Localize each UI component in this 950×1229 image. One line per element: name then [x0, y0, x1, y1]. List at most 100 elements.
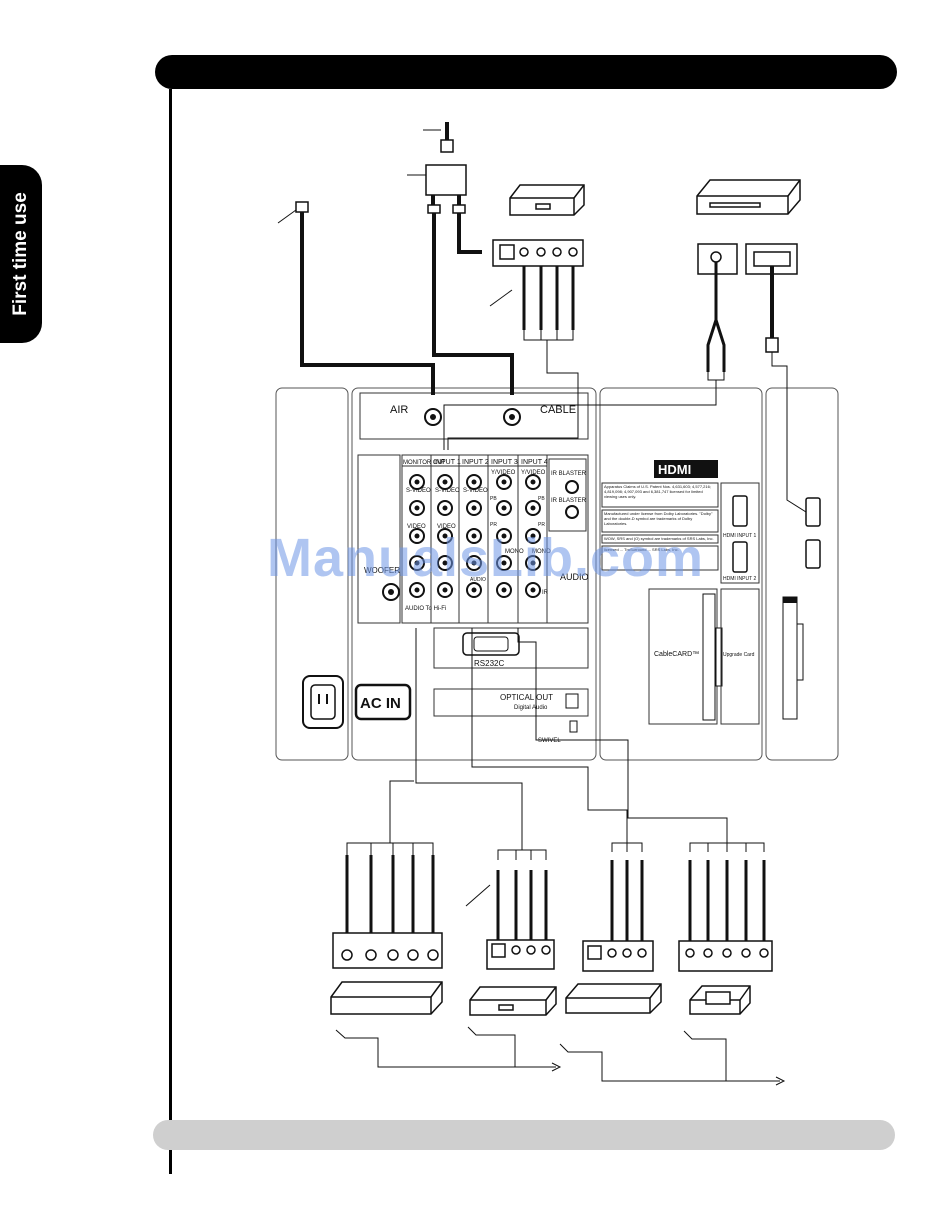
- top-vcr-s-video-out[interactable]: [499, 244, 515, 260]
- rs232c-label: RS232C: [474, 659, 504, 668]
- io-section: [351, 387, 597, 761]
- pr-label-4: PR: [538, 522, 545, 528]
- rs232c-port[interactable]: [462, 632, 520, 656]
- right-section: [765, 387, 839, 761]
- pb-label-4: PB: [538, 496, 545, 502]
- input-jack-pin: [414, 533, 420, 539]
- ac-in-label: AC IN: [360, 695, 401, 712]
- footer-bar: [153, 1120, 895, 1150]
- splitter: [425, 164, 467, 196]
- mono-label-3: MONO: [505, 549, 524, 555]
- legal-text-3: WOW, SRS and (O) symbol are trademarks o…: [604, 536, 714, 541]
- hdmi-block: HDMI Apparatus Claims of U.S. Patent Nos…: [601, 460, 760, 725]
- input-jack-pin: [442, 505, 448, 511]
- input-jack-pin: [471, 479, 477, 485]
- side-card-slot[interactable]: [782, 596, 798, 720]
- dvd-hdmi-out[interactable]: [753, 251, 791, 267]
- y-video-label-3: Y/VIDEO: [491, 470, 516, 476]
- input-jack-pin: [501, 533, 507, 539]
- hdmi-logo: HDMI: [658, 462, 691, 477]
- ir-blaster-jack-1[interactable]: [565, 480, 579, 494]
- right-column-ports: [782, 497, 821, 720]
- ac-socket[interactable]: [302, 675, 344, 729]
- cable-label: CABLE: [540, 404, 576, 416]
- input-jack-pin: [530, 533, 536, 539]
- pr-label-3: PR: [490, 522, 497, 528]
- antenna-cables: [277, 122, 514, 395]
- s-video-label-2: S-VIDEO: [435, 488, 460, 494]
- ac-in-section: AC IN: [302, 675, 412, 729]
- inputs-block: WOOFER MONITOR OUT INPUT 1 INPUT 2 INPUT…: [357, 454, 589, 624]
- watermark: ManualsLib.com: [267, 528, 705, 588]
- upgrade-card-label: Upgrade Card: [723, 652, 755, 658]
- ir-blaster-cables: [335, 1026, 786, 1086]
- audio-label: AUDIO: [470, 577, 486, 583]
- input-jack-pin: [442, 533, 448, 539]
- audio-to-hifi-label: AUDIO To Hi-Fi: [405, 606, 446, 612]
- input-jack-pin: [414, 560, 420, 566]
- hdmi-input-1-label: HDMI INPUT 1: [723, 533, 756, 539]
- input-jack-pin: [471, 587, 477, 593]
- input-jack-pin: [530, 587, 536, 593]
- woofer-label: WOOFER: [364, 566, 400, 575]
- side-tab[interactable]: First time use: [0, 165, 42, 343]
- top-dvd: [443, 179, 807, 513]
- input3-label: INPUT 3: [491, 459, 518, 466]
- cablecard-slot[interactable]: [702, 593, 716, 721]
- side-hdmi-port-2[interactable]: [805, 539, 821, 569]
- top-vcr: [447, 184, 585, 450]
- input-jack-pin: [414, 479, 420, 485]
- hdmi-section: [599, 387, 763, 761]
- input1-label: INPUT 1: [434, 459, 461, 466]
- antenna-box: AIR CABLE: [359, 392, 589, 440]
- input-jack-pin: [501, 587, 507, 593]
- ir-label: IR: [542, 590, 549, 596]
- hdmi-logo-box: [654, 460, 718, 478]
- swivel-label: SWIVEL: [538, 738, 561, 744]
- input-jack-pin: [471, 533, 477, 539]
- input-jack-pin: [501, 560, 507, 566]
- hdmi-input-1-port[interactable]: [732, 495, 748, 527]
- input-jack-pin: [414, 587, 420, 593]
- rear-panel: [275, 387, 839, 761]
- input-jack-pin: [530, 505, 536, 511]
- s-video-label-1: S-VIDEO: [406, 488, 431, 494]
- dvd-audio-out[interactable]: [710, 251, 722, 263]
- left-rule: [169, 89, 172, 1174]
- video-label-1: VIDEO: [407, 524, 426, 530]
- input-jack-pin: [442, 560, 448, 566]
- optical-port[interactable]: [565, 693, 579, 709]
- optical-out-label: OPTICAL OUT: [500, 693, 553, 702]
- video-label-2: VIDEO: [437, 524, 456, 530]
- y-video-label-4: Y/VIDEO: [521, 470, 546, 476]
- input-jack-pin: [442, 587, 448, 593]
- header-bar: [155, 55, 897, 89]
- monitor-out-label: MONITOR OUT: [403, 460, 446, 466]
- rs232c-section: RS232C: [433, 627, 589, 669]
- legal-text-2: Manufactured under license from Dolby La…: [604, 511, 713, 526]
- legal-text-1: Apparatus Claims of U.S. Patent Nos. 4,6…: [604, 484, 711, 499]
- input-jack-pin: [530, 560, 536, 566]
- swivel-port[interactable]: [569, 720, 578, 733]
- input4-label: INPUT 4: [521, 459, 548, 466]
- hdmi-input-2-port[interactable]: [732, 541, 748, 573]
- input-jack-pin: [501, 479, 507, 485]
- input-jack-pin: [471, 505, 477, 511]
- mono-label-4: MONO: [532, 549, 551, 555]
- input-jack-pin: [442, 479, 448, 485]
- input-jack-pin: [471, 560, 477, 566]
- ir-blaster-jack-2[interactable]: [565, 505, 579, 519]
- ir-blaster-label-1: IR BLASTER: [551, 471, 587, 477]
- audio-side-label: AUDIO: [560, 572, 589, 582]
- input2-label: INPUT 2: [462, 459, 489, 466]
- input-jack-pin: [414, 505, 420, 511]
- ir-blaster-label-2: IR BLASTER: [551, 498, 587, 504]
- cablecard-label: CableCARD™: [654, 651, 699, 658]
- hdmi-input-2-label: HDMI INPUT 2: [723, 576, 756, 582]
- input-jacks: [409, 474, 541, 598]
- s-video-label-3: S-VIDEO: [463, 488, 488, 494]
- pb-label-3: PB: [490, 496, 497, 502]
- side-hdmi-port-1[interactable]: [805, 497, 821, 527]
- bottom-devices: [330, 628, 773, 1016]
